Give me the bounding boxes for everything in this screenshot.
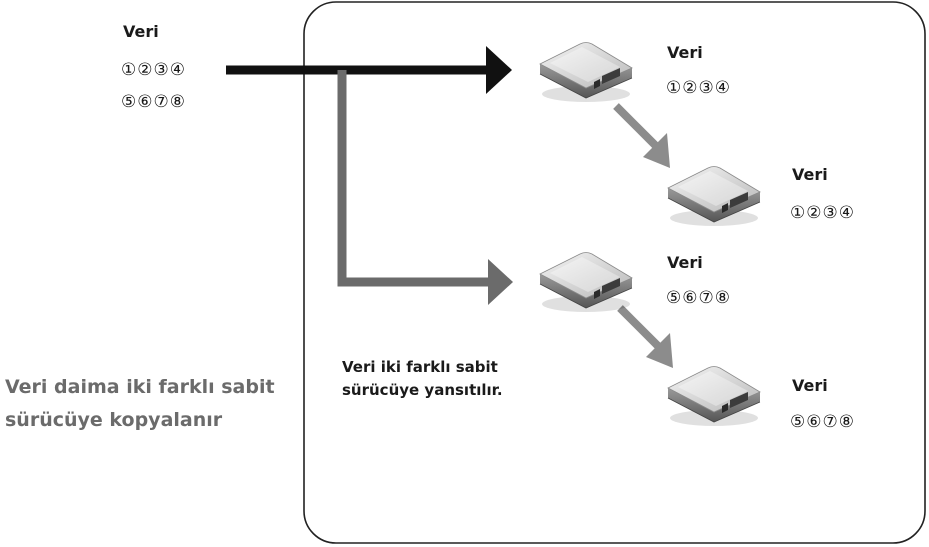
drive-1-data: ①②③④	[666, 78, 731, 98]
branch-arrow-line	[337, 70, 490, 287]
side-caption-line1: Veri daima iki farklı sabit	[5, 376, 275, 398]
copy-arrow-head-top	[643, 133, 670, 168]
hard-drive-icon	[667, 166, 761, 227]
side-caption: Veri daima iki farklı sabit sürücüye kop…	[5, 371, 275, 437]
source-data-line2: ⑤⑥⑦⑧	[121, 92, 186, 112]
drive-3-data: ⑤⑥⑦⑧	[666, 288, 731, 308]
side-caption-line2: sürücüye kopyalanır	[5, 409, 223, 431]
copy-arrow-line-bottom	[617, 305, 661, 349]
source-data-line1: ①②③④	[121, 60, 186, 80]
branch-arrow-head	[488, 259, 513, 305]
hard-drive-icon	[539, 42, 633, 103]
source-label: Veri	[123, 22, 159, 41]
drive-2-data: ①②③④	[790, 203, 855, 223]
drive-4-label: Veri	[792, 376, 828, 395]
drive-4-data: ⑤⑥⑦⑧	[790, 412, 855, 432]
mirror-caption: Veri iki farklı sabit sürücüye yansıtılı…	[342, 356, 503, 402]
mirror-caption-line1: Veri iki farklı sabit	[342, 358, 498, 376]
copy-arrow-head-bottom	[646, 333, 673, 368]
drive-3-label: Veri	[667, 253, 703, 272]
hard-drive-icon	[539, 252, 633, 313]
mirror-container	[303, 1, 926, 544]
hard-drive-icon	[667, 366, 761, 427]
main-arrow-head	[486, 46, 512, 94]
drive-1-label: Veri	[667, 43, 703, 62]
mirror-caption-line2: sürücüye yansıtılır.	[342, 381, 503, 399]
drive-2-label: Veri	[792, 165, 828, 184]
copy-arrow-line-top	[613, 103, 659, 149]
